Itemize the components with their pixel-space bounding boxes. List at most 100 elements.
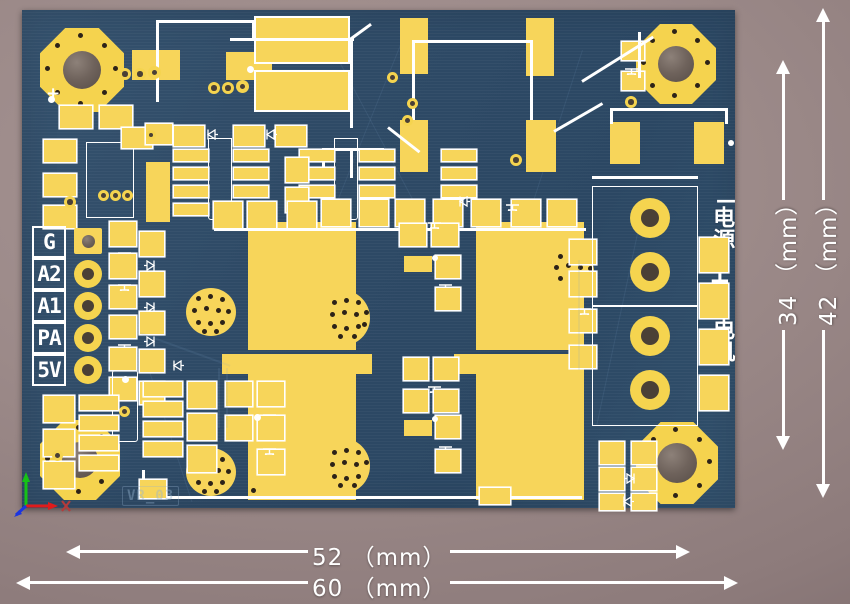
header-pad-pa[interactable] bbox=[74, 324, 102, 352]
silk-outline-ic-left bbox=[86, 142, 134, 218]
via bbox=[402, 115, 413, 126]
via-small bbox=[254, 414, 261, 421]
smd-pad bbox=[140, 350, 164, 372]
smd-pad bbox=[110, 286, 136, 308]
trace bbox=[156, 20, 254, 23]
smd-pad bbox=[144, 442, 182, 456]
axis-gizmo[interactable] bbox=[14, 470, 74, 518]
trace bbox=[610, 108, 613, 124]
via bbox=[625, 96, 637, 108]
ic-pin-pad bbox=[174, 186, 208, 197]
ic-pin-pad bbox=[234, 168, 268, 179]
smd-pad bbox=[434, 358, 458, 380]
dim-line-42-lower bbox=[822, 330, 825, 486]
polarity-plus-mark: + bbox=[46, 84, 61, 104]
smd-pad-left-c bbox=[44, 140, 76, 162]
smd-pad bbox=[360, 200, 388, 226]
ic-pin-pad bbox=[174, 204, 208, 215]
dim-arrow-52-right bbox=[676, 545, 690, 559]
terminal-pad-motor-a[interactable] bbox=[630, 316, 670, 356]
dim-line-52-right bbox=[450, 550, 678, 553]
smd-pad bbox=[436, 450, 460, 472]
smd-pad bbox=[110, 316, 136, 338]
smd-pad bbox=[140, 480, 166, 498]
zener-symbol-icon bbox=[577, 300, 592, 316]
smd-pad bbox=[288, 202, 316, 228]
zener-symbol-icon bbox=[117, 336, 132, 352]
smd-pad-ic-body-left bbox=[146, 162, 170, 222]
via bbox=[222, 82, 234, 94]
via-array-q1 bbox=[328, 296, 372, 340]
via-small bbox=[122, 376, 129, 383]
via-array-q3 bbox=[328, 446, 372, 488]
smd-pad bbox=[140, 232, 164, 256]
dim-label-60: 60 （mm） bbox=[312, 576, 447, 602]
header-label-5v: 5V bbox=[32, 354, 66, 386]
dim-label-34: 34 （mm） bbox=[776, 191, 802, 326]
diode-symbol-icon bbox=[142, 336, 156, 347]
ic-pin-pad bbox=[234, 186, 268, 197]
diode-symbol-icon bbox=[265, 129, 279, 140]
silk-divider-terminal bbox=[592, 186, 614, 426]
ic-pin-pad bbox=[300, 150, 334, 161]
smd-pad bbox=[286, 158, 308, 182]
smd-pad bbox=[188, 414, 216, 440]
copper-pour-bridge-bar-right bbox=[454, 354, 584, 374]
smd-pad bbox=[404, 256, 432, 272]
trace bbox=[230, 38, 354, 41]
smd-pad bbox=[404, 420, 432, 436]
smd-pad bbox=[226, 382, 252, 406]
trace bbox=[638, 32, 641, 78]
ic-pin-pad bbox=[360, 150, 394, 161]
dim-arrow-42-bottom bbox=[816, 484, 830, 498]
smd-pad bbox=[632, 494, 656, 510]
terminal-pad-power-minus[interactable] bbox=[630, 198, 670, 238]
dim-line-34-lower bbox=[782, 330, 785, 438]
dim-arrow-42-top bbox=[816, 8, 830, 22]
zener-symbol-icon bbox=[117, 276, 132, 292]
smd-pad bbox=[188, 382, 216, 408]
dim-line-52-left bbox=[78, 550, 308, 553]
pcb-board[interactable]: + bbox=[22, 10, 736, 510]
smd-pad-left-d bbox=[44, 174, 76, 196]
smd-pad bbox=[258, 416, 284, 440]
via bbox=[407, 98, 418, 109]
terminal-pad-power-plus[interactable] bbox=[630, 252, 670, 292]
via-small bbox=[728, 140, 734, 146]
zener-symbol-icon bbox=[262, 440, 277, 456]
terminal-pad-motor-b[interactable] bbox=[630, 370, 670, 410]
trace bbox=[412, 40, 415, 120]
trace bbox=[349, 23, 372, 41]
header-label-a1: A1 bbox=[32, 290, 66, 322]
smd-pad bbox=[188, 446, 216, 472]
smd-pad bbox=[80, 416, 118, 430]
copper-pour-bridge-bar bbox=[222, 354, 372, 374]
via bbox=[510, 154, 522, 166]
diode-symbol-icon bbox=[622, 473, 636, 484]
header-pad-a1[interactable] bbox=[74, 292, 102, 320]
smd-pad bbox=[570, 310, 596, 332]
trace bbox=[592, 176, 698, 179]
smd-pad bbox=[600, 468, 624, 490]
smd-pad bbox=[144, 402, 182, 416]
mount-via-ring bbox=[636, 24, 716, 104]
smd-pad bbox=[80, 456, 118, 470]
smd-pad bbox=[632, 442, 656, 464]
via-small bbox=[251, 488, 256, 493]
via bbox=[110, 190, 121, 201]
x-axis-icon bbox=[26, 502, 58, 510]
trace bbox=[156, 20, 159, 102]
smd-pad bbox=[396, 200, 424, 226]
smd-pad-top-big-b bbox=[256, 72, 348, 110]
via-small bbox=[432, 255, 438, 261]
ic-pin-pad bbox=[300, 186, 334, 197]
smd-pad bbox=[400, 224, 426, 246]
y-axis-icon bbox=[22, 472, 30, 506]
trace-faint bbox=[218, 368, 220, 428]
trace bbox=[322, 148, 384, 151]
header-pad-a2[interactable] bbox=[74, 260, 102, 288]
smd-pad-left-e bbox=[44, 206, 76, 228]
header-pad-5v[interactable] bbox=[74, 356, 102, 384]
diode-symbol-icon bbox=[458, 196, 472, 207]
diode-symbol-icon bbox=[206, 129, 220, 140]
